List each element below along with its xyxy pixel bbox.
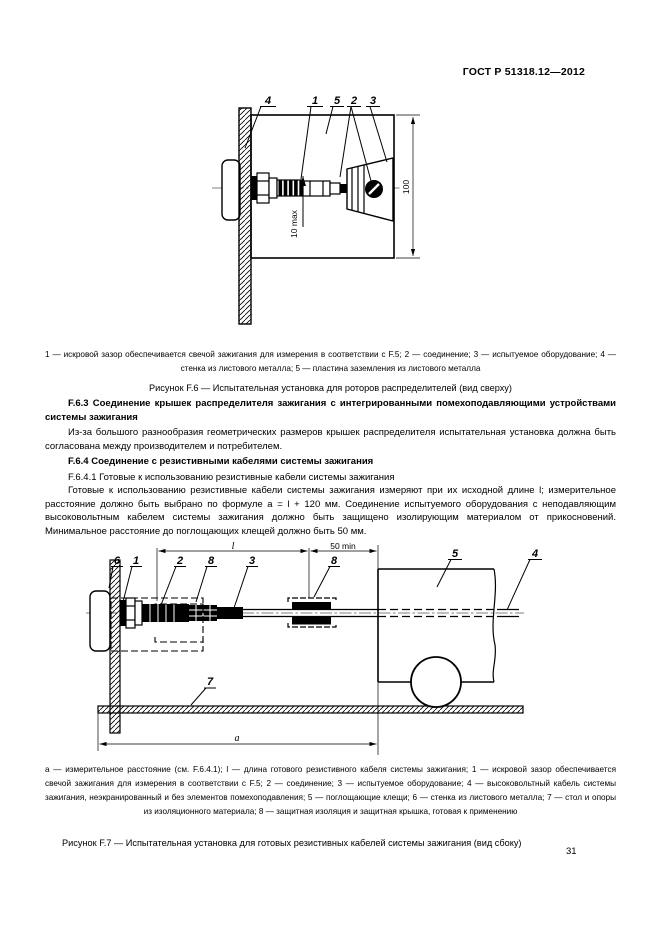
callout-wall: 4 <box>244 95 276 149</box>
mount-bracket <box>89 590 111 652</box>
callout-wall: 6 <box>108 555 123 589</box>
dimension-l: l <box>156 541 310 601</box>
cable-roller <box>410 656 462 708</box>
callout-4-text: 4 <box>531 548 538 560</box>
callout-absorbing-clamp: 5 <box>436 548 462 588</box>
section-f63-heading: F.6.3 Соединение крышек распределителя з… <box>45 398 616 423</box>
section-f641-heading: F.6.4.1 Готовые к использованию резистив… <box>68 471 395 483</box>
figure-f7-caption: Рисунок F.7 — Испытательная установка дл… <box>62 838 522 849</box>
callout-8b-text: 8 <box>331 555 338 567</box>
test-equipment-cone <box>346 157 394 222</box>
callout-cable: 3 <box>233 555 258 609</box>
callout-7-text: 7 <box>207 676 214 688</box>
figure-f7-legend: a — измерительное расстояние (см. F.6.4.… <box>45 765 616 817</box>
dim-l-text: l <box>232 541 235 552</box>
dimension-50min: 50 min <box>310 541 377 554</box>
running-header: ГОСТ Р 51318.12—2012 <box>462 66 585 78</box>
figure-f6-legend: 1 — искровой зазор обеспечивается свечой… <box>45 350 616 374</box>
spark-plug-assembly <box>251 172 347 204</box>
dim-10max-text: 10 max <box>289 209 299 238</box>
mount-bracket <box>221 159 241 221</box>
callout-4-text: 4 <box>264 95 271 107</box>
dim-50min-text: 50 min <box>330 541 356 551</box>
callout-protective-cap: 8 <box>195 555 217 603</box>
dim-a-text: a <box>235 733 240 744</box>
callout-eut: 3 <box>366 95 388 163</box>
callout-hv-cable: 4 <box>506 548 542 611</box>
dimension-a: a <box>97 713 377 751</box>
callout-plate: 5 <box>325 95 344 135</box>
callout-1-text: 1 <box>312 95 318 107</box>
figure-f6-drawing: 100 10 max 4 1 5 2 <box>200 88 440 336</box>
callout-spark-gap: 1 <box>300 95 323 180</box>
callout-6-text: 6 <box>114 555 121 567</box>
absorbing-clamp-box <box>377 545 497 755</box>
callout-5-text: 5 <box>452 548 459 560</box>
insulating-table <box>97 705 524 714</box>
body-text: F.6.3 Соединение крышек распределителя з… <box>45 397 616 538</box>
figure-f7-drawing: l 50 min a 6 1 2 8 <box>85 540 625 758</box>
section-f64-heading: F.6.4 Соединение с резистивными кабелями… <box>68 456 374 467</box>
callout-mid-clamp-cap: 8 <box>313 555 340 598</box>
callout-connection: 2 <box>160 555 186 606</box>
figure-f6-caption: Рисунок F.6 — Испытательная установка дл… <box>149 383 512 394</box>
sheet-metal-wall <box>238 107 252 325</box>
callout-8-text: 8 <box>208 555 215 567</box>
section-f63-body: Из-за большого разнообразия геометрическ… <box>45 427 616 452</box>
callout-2-text: 2 <box>176 555 183 567</box>
callout-3-text: 3 <box>249 555 255 567</box>
mid-cable-clamp <box>287 597 337 628</box>
dimension-100: 100 <box>396 114 420 259</box>
callout-1-text: 1 <box>133 555 139 567</box>
section-f641-body: Готовые к использованию резистивные кабе… <box>45 485 616 537</box>
callout-table: 7 <box>190 676 216 706</box>
callout-5-text: 5 <box>334 95 341 107</box>
callout-spark-gap: 1 <box>122 555 142 603</box>
callout-3-text: 3 <box>370 95 376 107</box>
callout-connection: 2 <box>339 95 372 182</box>
dimension-10max: 10 max <box>289 176 306 238</box>
callout-2-text: 2 <box>350 95 357 107</box>
sheet-metal-wall <box>109 559 121 734</box>
dim-100-text: 100 <box>401 180 411 194</box>
page-number: 31 <box>566 846 577 857</box>
